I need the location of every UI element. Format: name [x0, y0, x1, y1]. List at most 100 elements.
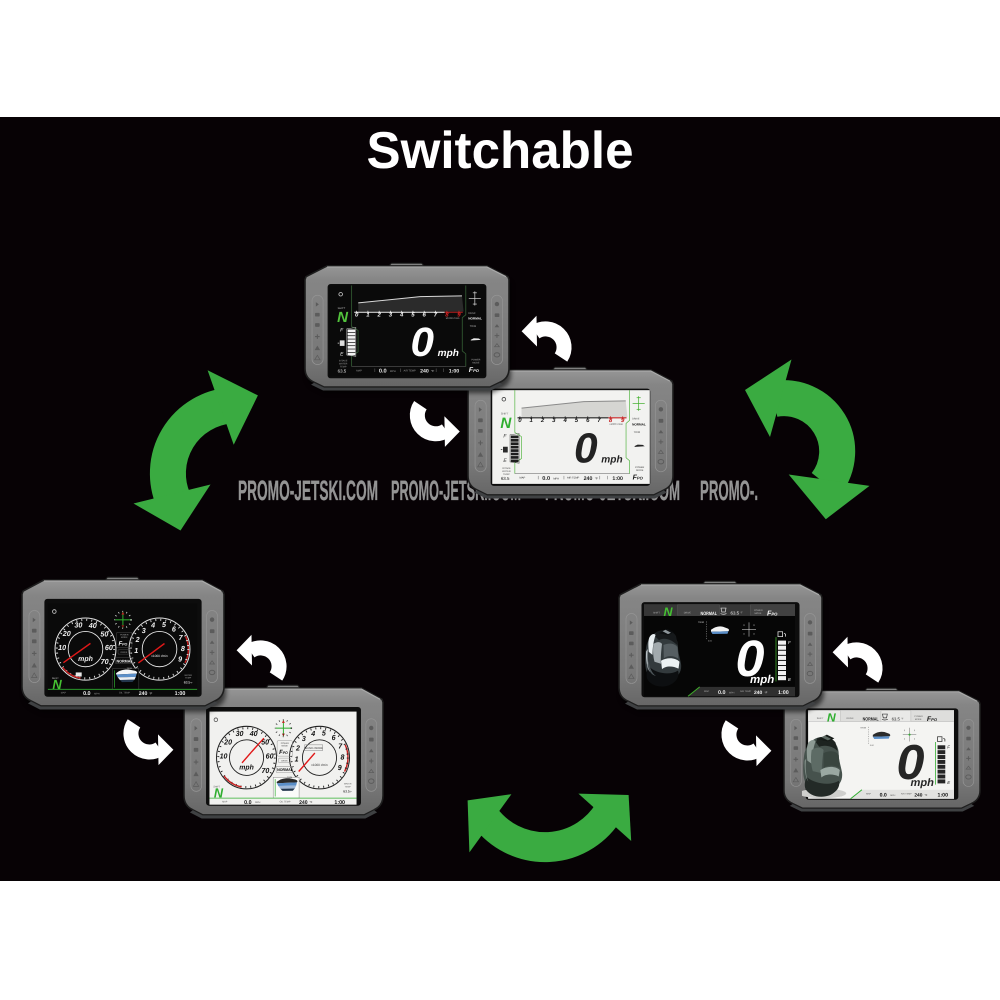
svg-text:POWER: POWER	[471, 359, 480, 362]
svg-text:MODE: MODE	[915, 718, 922, 721]
svg-text:50: 50	[100, 629, 108, 638]
svg-text:7: 7	[179, 633, 184, 642]
svg-text:40: 40	[88, 621, 97, 630]
svg-text:240: 240	[914, 793, 922, 799]
svg-text:WATER: WATER	[344, 783, 352, 786]
svg-text:DRIVE: DRIVE	[847, 717, 854, 720]
svg-text:0: 0	[896, 736, 924, 791]
svg-text:2: 2	[540, 417, 545, 424]
svg-text:mph: mph	[438, 348, 459, 359]
svg-text:240: 240	[420, 369, 429, 375]
svg-text:TRIM: TRIM	[634, 431, 640, 434]
svg-text:6: 6	[332, 733, 337, 742]
svg-text:0.0: 0.0	[83, 691, 90, 697]
svg-text:9: 9	[457, 312, 461, 319]
svg-text:30: 30	[74, 621, 82, 630]
svg-text:F: F	[340, 327, 344, 333]
svg-text:MAP: MAP	[222, 800, 227, 803]
svg-text:SHIFT: SHIFT	[213, 786, 220, 789]
svg-text:TEMP: TEMP	[340, 366, 347, 369]
svg-text:POWER: POWER	[281, 742, 290, 745]
svg-text:AIR TEMP: AIR TEMP	[901, 793, 912, 796]
svg-text:2: 2	[135, 635, 140, 644]
svg-text:MODE: MODE	[636, 469, 644, 472]
svg-text:1:00: 1:00	[778, 690, 789, 696]
svg-text:8: 8	[181, 644, 185, 653]
svg-text:0.0: 0.0	[244, 800, 251, 806]
svg-text:TRIM: TRIM	[860, 726, 866, 729]
svg-text:F: F	[503, 434, 507, 440]
svg-text:mph: mph	[910, 777, 933, 788]
svg-text:240: 240	[584, 476, 593, 482]
svg-text:TEMP: TEMP	[503, 473, 510, 476]
svg-text:N: N	[337, 309, 349, 326]
svg-text:FPO: FPO	[469, 367, 480, 374]
svg-text:PROMO-JETSKI.COM: PROMO-JETSKI.COM	[238, 475, 378, 506]
svg-text:NORMAL: NORMAL	[632, 422, 646, 426]
svg-text:E: E	[788, 677, 791, 682]
svg-text:°F: °F	[901, 718, 904, 721]
svg-text:TRIM: TRIM	[287, 776, 292, 779]
svg-text:°F: °F	[740, 612, 743, 615]
svg-text:9: 9	[338, 763, 342, 772]
svg-text:POWER: POWER	[754, 609, 763, 612]
svg-text:6: 6	[172, 624, 177, 633]
svg-text:NORMAL: NORMAL	[468, 317, 482, 321]
svg-text:mph: mph	[601, 455, 622, 466]
svg-text:9: 9	[178, 654, 182, 663]
svg-text:7: 7	[434, 312, 438, 319]
svg-text:MAP: MAP	[704, 690, 710, 693]
svg-text:20: 20	[62, 629, 71, 638]
svg-text:4: 4	[399, 312, 404, 319]
svg-text:0: 0	[355, 312, 359, 319]
svg-text:63.5: 63.5	[338, 369, 347, 374]
svg-text:5: 5	[322, 728, 327, 737]
svg-text:60: 60	[105, 643, 113, 652]
svg-text:0: 0	[518, 417, 522, 424]
svg-text:MPH: MPH	[94, 692, 100, 695]
svg-text:WATER: WATER	[339, 363, 348, 366]
svg-text:FPO: FPO	[633, 474, 644, 481]
svg-text:63.5: 63.5	[731, 611, 740, 616]
svg-text:F: F	[947, 745, 950, 750]
svg-text:63.5°F: 63.5°F	[343, 789, 352, 793]
svg-text:FPO: FPO	[279, 749, 288, 756]
svg-text:10: 10	[58, 643, 66, 652]
svg-text:0: 0	[411, 319, 434, 365]
svg-text:240: 240	[299, 800, 308, 806]
svg-text:WATER: WATER	[502, 470, 511, 473]
svg-text:1: 1	[366, 312, 370, 319]
svg-text:MODE: MODE	[755, 612, 762, 615]
svg-text:AIR TEMP: AIR TEMP	[567, 477, 580, 480]
svg-text:F: F	[788, 640, 791, 645]
svg-text:SHIFT: SHIFT	[653, 611, 660, 614]
svg-text:MODE: MODE	[282, 744, 289, 747]
svg-text:MPH: MPH	[390, 370, 396, 373]
svg-text:FPO: FPO	[119, 640, 128, 647]
svg-text:1: 1	[295, 754, 299, 763]
svg-text:TRIM: TRIM	[698, 621, 704, 624]
svg-text:N: N	[827, 711, 837, 724]
svg-text:MODE: MODE	[472, 362, 480, 365]
svg-text:50: 50	[261, 738, 269, 747]
svg-text:70: 70	[101, 657, 109, 666]
svg-text:6: 6	[423, 312, 427, 319]
svg-text:3: 3	[389, 312, 393, 319]
svg-text:MAP: MAP	[356, 369, 362, 372]
svg-text:E: E	[503, 458, 507, 464]
svg-text:NORMAL: NORMAL	[863, 717, 879, 723]
svg-text:1: 1	[530, 417, 534, 424]
svg-text:1:00: 1:00	[449, 369, 460, 375]
svg-text:AIR TEMP: AIR TEMP	[740, 690, 752, 693]
svg-text:8: 8	[445, 312, 449, 319]
svg-text:1:00: 1:00	[938, 793, 948, 799]
svg-text:3: 3	[552, 417, 556, 424]
svg-text:0: 0	[736, 631, 765, 688]
svg-text:°F: °F	[925, 793, 928, 797]
svg-text:5: 5	[575, 417, 579, 424]
svg-text:PROMO-.: PROMO-.	[700, 475, 758, 506]
svg-text:SHIFT: SHIFT	[52, 677, 59, 680]
svg-text:DRIVE: DRIVE	[684, 611, 692, 614]
svg-text:TEMP: TEMP	[345, 785, 351, 788]
svg-text:N: N	[500, 415, 512, 432]
